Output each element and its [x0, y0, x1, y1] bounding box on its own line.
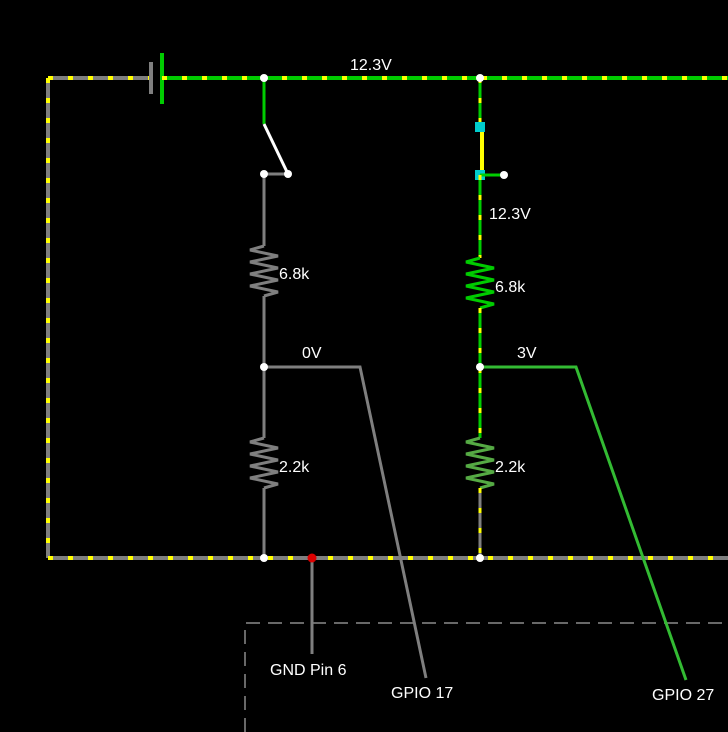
node-switch-left[interactable]: [260, 170, 268, 178]
left-mid-voltage-label: 0V: [302, 345, 322, 362]
right-resistor-bottom-label: 2.2k: [495, 459, 526, 476]
right-resistor-top-label: 6.8k: [495, 279, 526, 296]
left-resistor-bottom-label: 2.2k: [279, 459, 310, 476]
board-outline: [244, 622, 728, 732]
gpio17-wire: [264, 365, 428, 679]
node-ground-right[interactable]: [476, 554, 484, 562]
battery-icon: [149, 53, 164, 104]
node-ground-left[interactable]: [260, 554, 268, 562]
right-resistor-bottom[interactable]: [465, 436, 495, 490]
right-resistor-top[interactable]: [465, 256, 495, 310]
push-button-voltage-label: 12.3V: [489, 206, 531, 223]
node-left-mid[interactable]: [260, 363, 268, 371]
node-switch-contact[interactable]: [284, 170, 292, 178]
left-resistor-top-label: 6.8k: [279, 266, 310, 283]
gnd-pin-label: GND Pin 6: [270, 662, 347, 679]
right-mid-voltage-label: 3V: [517, 345, 537, 362]
gpio27-label: GPIO 27: [652, 687, 714, 704]
gpio17-label: GPIO 17: [391, 685, 453, 702]
node-supply-right[interactable]: [476, 74, 484, 82]
node-push-contact[interactable]: [500, 171, 508, 179]
supply-voltage-label: 12.3V: [350, 57, 392, 74]
node-right-mid[interactable]: [476, 363, 484, 371]
gpio27-wire: [480, 365, 688, 681]
left-resistor-bottom[interactable]: [249, 436, 279, 490]
toggle-switch-icon[interactable]: [262, 123, 290, 176]
node-supply-left[interactable]: [260, 74, 268, 82]
ground-probe-point[interactable]: [307, 553, 317, 563]
push-switch-icon[interactable]: [475, 122, 504, 180]
left-resistor-top[interactable]: [249, 244, 279, 298]
